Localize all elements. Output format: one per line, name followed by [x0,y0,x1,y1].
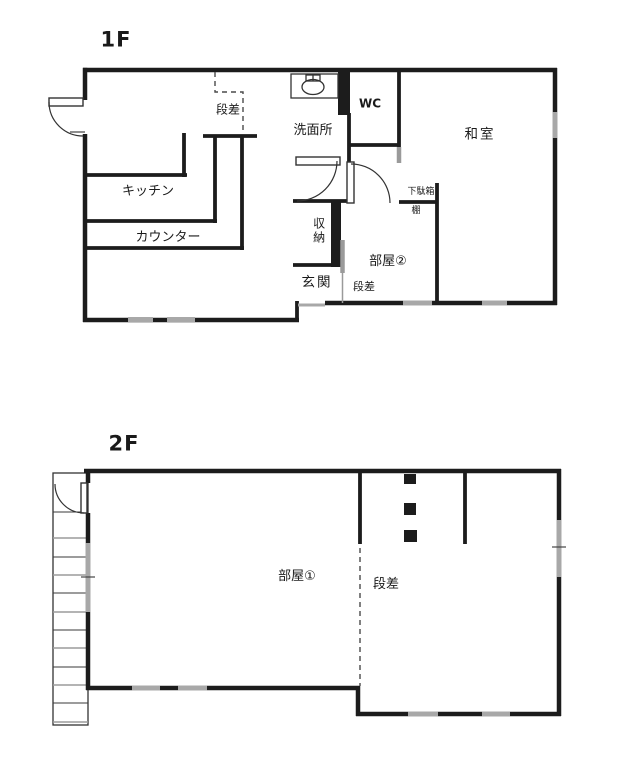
floor1-title: 1F [100,27,132,52]
front-door-arc [48,101,84,137]
floor1-step-dashed-line [214,72,244,134]
floor2-windows [81,520,566,717]
floor1-swing-doors [48,97,391,204]
pillar [404,503,416,515]
label-shoe-cabinet: 下駄箱 [407,187,435,198]
floor1-windows [128,112,558,322]
floor2-title: 2F [108,431,140,456]
thick-wall [338,70,350,115]
label-wc: WC [358,96,382,111]
floor1-exterior-walls [82,67,558,323]
label-shelf: 棚 [411,206,421,217]
storage-wall [331,202,341,267]
staircase [52,472,89,726]
label-step-lower: 段差 [353,279,375,293]
label-room2: 部屋② [369,253,407,269]
label-room1: 部屋① [278,568,316,584]
stair-door [54,482,88,514]
pillar [404,474,416,484]
floor2-exterior-walls [84,468,562,717]
label-japanese-room: 和室 [464,126,496,143]
floor1-sliding-doors [298,147,402,307]
washroom-door-arc [296,160,338,202]
floor1-interior-walls [85,70,439,303]
hall-door-arc [350,163,391,204]
stair-door-arc [54,483,85,514]
label-step-2f: 段差 [372,576,400,592]
front-door-leaf [48,97,84,107]
stair-door-leaf [80,482,88,514]
label-step-upper: 段差 [215,102,241,117]
washroom-door-leaf [295,156,341,166]
floor2-interior-walls [358,471,467,544]
floor1-plan [48,67,558,323]
label-counter: カウンター [135,229,201,245]
label-kitchen: キッチン [121,183,175,199]
label-washroom: 洗面所 [293,122,333,138]
label-storage: 収納 [311,217,326,245]
hall-door-leaf [346,161,355,204]
pillar [404,530,417,542]
washbasin [290,73,339,99]
label-entrance: 玄関 [301,274,333,291]
floor2-plan [52,468,566,726]
